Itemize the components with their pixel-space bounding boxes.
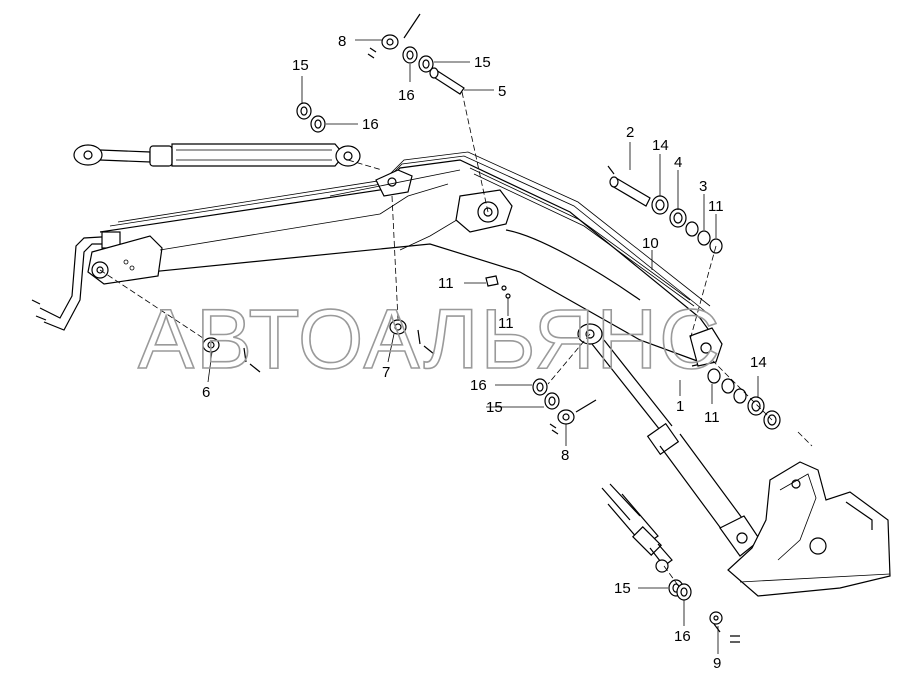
parts-12-13 [485,275,511,299]
callout-11-top: 11 [708,198,724,215]
callout-16-top-center: 16 [398,87,415,104]
callout-2: 2 [626,124,634,141]
callout-12: 11 [498,315,514,332]
callout-16-top-left: 16 [362,116,379,133]
callout-15-top-left: 15 [292,57,309,74]
assembly-lines [99,91,813,589]
washers-top [296,46,434,133]
callout-15-top-right: 15 [474,54,491,71]
callout-10: 10 [642,235,659,252]
arm [727,461,891,597]
callout-6: 6 [202,384,210,401]
callout-labels: 8 15 16 5 15 16 2 14 4 3 11 10 11 11 6 7… [202,33,767,672]
pin-5 [429,67,465,95]
callout-13: 11 [438,275,454,292]
leader-lines [207,39,759,654]
bucket-cylinder [601,483,673,573]
callout-4: 4 [674,154,682,171]
hydraulic-pipes [31,231,121,331]
washers-center [532,378,597,435]
callout-3: 3 [699,178,707,195]
pin-6 [202,337,261,373]
pin-washer-8-top [367,13,421,59]
callout-11-lower: 11 [704,409,720,426]
callout-14-lower: 14 [750,354,767,371]
watermark-text: АВТОАЛЬЯНС [138,292,722,386]
boom-cylinder [73,143,361,167]
callout-14-top: 14 [652,137,669,154]
callout-15-bottom: 15 [614,580,631,597]
washers-bottom [668,579,740,643]
callout-1: 1 [676,398,684,415]
callout-15-center: 15 [486,399,503,416]
pin-7 [389,319,435,355]
arm-cylinder [577,323,761,557]
callout-8-top: 8 [338,33,346,50]
callout-8-center: 8 [561,447,569,464]
boom [87,151,723,367]
callout-5: 5 [498,83,506,100]
callout-7: 7 [382,364,390,381]
callout-16-bottom: 16 [674,628,691,645]
callout-9: 9 [713,655,721,672]
washers-right-lower [707,368,781,430]
callout-16-center: 16 [470,377,487,394]
